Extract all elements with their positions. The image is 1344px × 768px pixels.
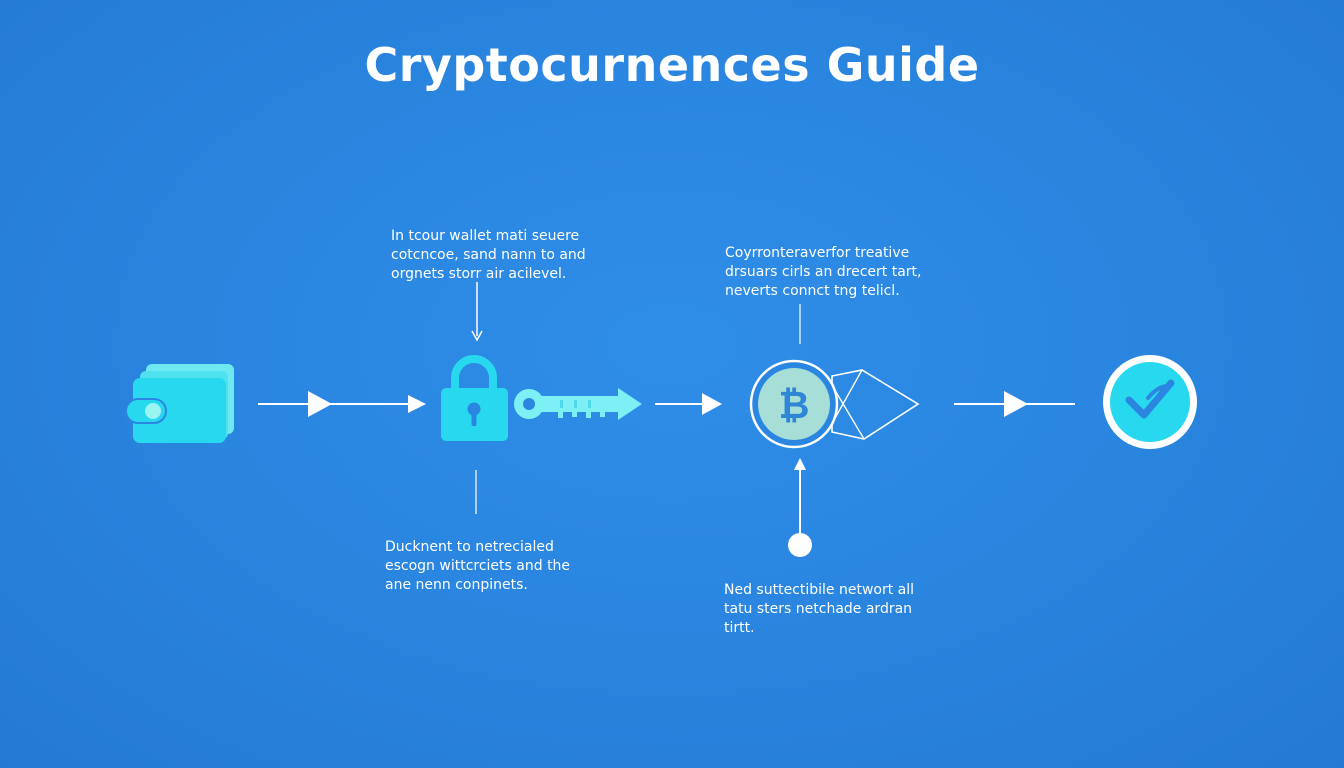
connector-node (788, 533, 812, 557)
flow-arrow (258, 391, 426, 417)
gem-icon (831, 369, 920, 440)
padlock-icon (441, 355, 508, 441)
note-line: escogn wittcrciets and the (385, 558, 571, 574)
note-wallet-security: In tcour wallet mati seuere cotcncoe, sa… (391, 227, 586, 284)
note-line: Ned suttectibile networt all (724, 582, 915, 598)
svg-text:₿: ₿ (779, 383, 810, 427)
page-title: Cryptocurnences Guide (364, 38, 980, 92)
note-line: drsuars cirls an drecert tart, (725, 264, 922, 280)
key-icon (514, 388, 642, 420)
note-line: In tcour wallet mati seuere (391, 228, 580, 244)
note-line: orgnets storr air acilevel. (391, 266, 567, 282)
flow-arrow (954, 391, 1075, 417)
wallet-icon (125, 364, 234, 443)
note-network: Ned suttectibile networt all tatu sters … (724, 581, 914, 638)
note-transaction: Coyrronteraverfor treative drsuars cirls… (725, 244, 922, 301)
note-line: Ducknent to netrecialed (385, 539, 554, 555)
connector-arrow (788, 458, 812, 557)
note-line: ane nenn conpinets. (385, 577, 528, 593)
note-line: Coyrronteraverfor treative (725, 245, 910, 261)
note-documentation: Ducknent to netrecialed escogn wittcrcie… (385, 538, 570, 595)
note-line: tatu sters netchade ardran (724, 601, 913, 617)
note-line: tirtt. (724, 620, 755, 636)
note-line: neverts connct tng telicl. (725, 283, 900, 299)
connector-arrow (471, 282, 483, 342)
note-line: cotcncoe, sand nann to and (391, 247, 586, 263)
bitcoin-coin-icon: ₿ (749, 359, 839, 449)
checkmark-badge-icon (1103, 355, 1197, 449)
flow-arrow (655, 393, 722, 415)
